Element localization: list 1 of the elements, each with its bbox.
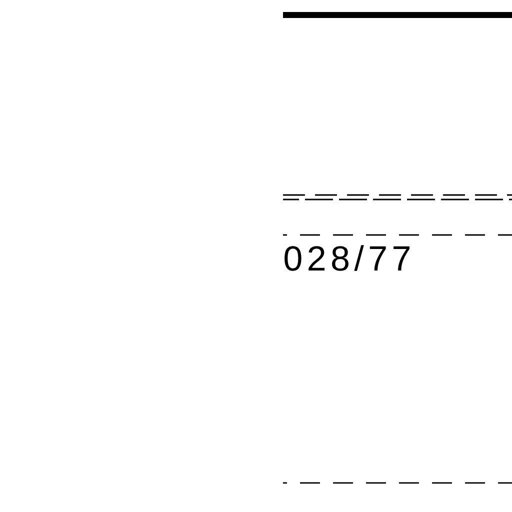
drawing-number: 028/77 — [284, 245, 410, 271]
